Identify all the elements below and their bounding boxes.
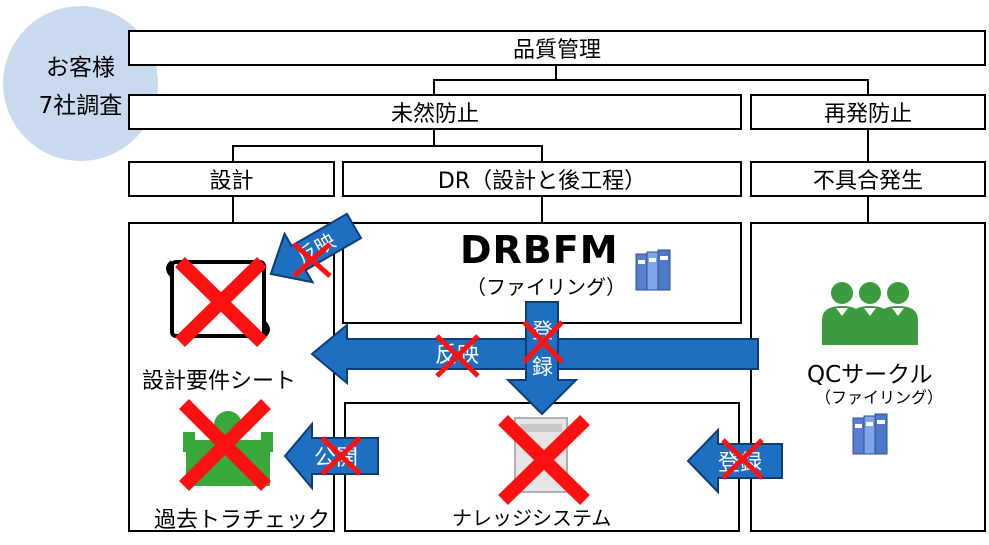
quality-management-label: 品質管理 bbox=[512, 38, 601, 63]
connector-defect-down bbox=[867, 197, 869, 222]
qc-subtitle: （ファイリング） bbox=[815, 388, 944, 407]
qc-title: QCサークル bbox=[807, 362, 933, 388]
connector-to-dr bbox=[541, 145, 543, 161]
connector-dr-down bbox=[541, 197, 543, 222]
recurrence-label: 再発防止 bbox=[823, 102, 912, 127]
defect-label: 不具合発生 bbox=[812, 169, 923, 194]
prevention-label: 未然防止 bbox=[390, 102, 479, 127]
defect-box: 不具合発生 bbox=[750, 161, 986, 197]
knowledge-system-label: ナレッジシステム bbox=[452, 506, 612, 530]
binder-icon bbox=[635, 249, 671, 291]
connector-root-down bbox=[555, 66, 557, 80]
dr-label: DR（設計と後工程） bbox=[437, 169, 647, 194]
drbfm-subtitle: （ファイリング） bbox=[466, 275, 626, 299]
connector-recurrence-down bbox=[867, 130, 869, 161]
customer-badge-line2: 7社調査 bbox=[38, 93, 123, 119]
dr-box: DR（設計と後工程） bbox=[342, 161, 742, 197]
customer-badge-line1: お客様 bbox=[46, 55, 115, 81]
design-sheet-label: 設計要件シート bbox=[142, 369, 297, 394]
connector-root-horizontal bbox=[433, 79, 869, 81]
design-label: 設計 bbox=[209, 169, 254, 194]
team-people-icon bbox=[822, 282, 918, 345]
recurrence-box: 再発防止 bbox=[750, 94, 986, 130]
red-cross-icon bbox=[175, 242, 764, 506]
prevention-box: 未然防止 bbox=[128, 94, 742, 130]
qc-panel bbox=[750, 222, 986, 532]
connector-to-recurrence bbox=[867, 79, 869, 94]
quality-management-box: 品質管理 bbox=[128, 30, 986, 66]
past-trouble-label: 過去トラチェック bbox=[154, 508, 331, 533]
register-down-arrow bbox=[505, 301, 579, 416]
connector-to-design bbox=[232, 145, 234, 161]
binder-icon bbox=[852, 413, 888, 455]
connector-to-prevention bbox=[433, 79, 435, 94]
design-box: 設計 bbox=[128, 161, 335, 197]
register-down-label-2: 録 bbox=[532, 355, 553, 379]
reflect-small-arrow: 反映 bbox=[269, 212, 363, 284]
connector-design-down bbox=[232, 197, 234, 222]
connector-prevention-down bbox=[433, 130, 435, 146]
drbfm-title: DRBFM bbox=[460, 228, 619, 272]
connector-prevention-horizontal bbox=[232, 145, 543, 147]
